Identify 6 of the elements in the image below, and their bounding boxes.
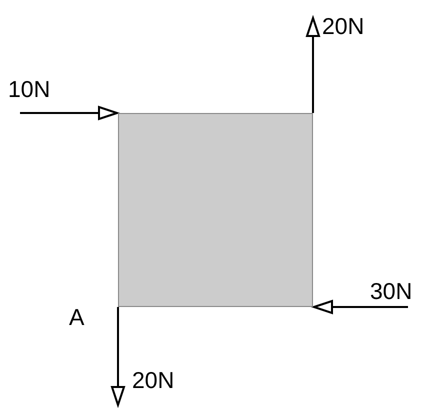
force-label: 20N bbox=[322, 14, 364, 38]
point-label: A bbox=[69, 305, 84, 329]
force-label: 20N bbox=[132, 368, 174, 392]
force-label: 30N bbox=[370, 279, 412, 303]
body-square bbox=[118, 113, 313, 307]
force-label: 10N bbox=[8, 77, 50, 101]
